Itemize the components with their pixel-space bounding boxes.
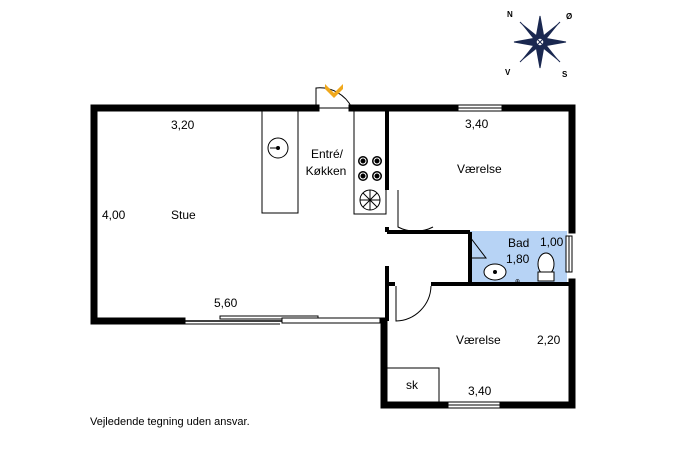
storage-label: sk (406, 378, 418, 392)
stue-width-label: 3,20 (171, 118, 195, 132)
sink-icon (483, 263, 507, 281)
stove-icon (358, 156, 382, 181)
compass-s-label: S (562, 70, 568, 79)
vaerelse-bottom-dim-label: 3,40 (468, 384, 492, 398)
vaerelse-bottom-right-dim-label: 2,20 (537, 333, 561, 347)
toilet-icon (537, 252, 555, 282)
entrance-arrow-icon (325, 84, 343, 98)
bad-name-label: Bad (508, 236, 530, 250)
vaerelse-top-name-label: Værelse (457, 162, 502, 176)
compass-n-label: N (507, 10, 513, 19)
stue-height-label: 4,00 (102, 208, 126, 222)
vaerelse-top-dim-label: 3,40 (465, 117, 489, 131)
disclaimer-text: Vejledende tegning uden ansvar. (90, 416, 250, 428)
entrance-door (315, 87, 353, 109)
fan-icon (359, 189, 381, 211)
bad-dim-a-label: 1,80 (506, 252, 530, 266)
kitchen-counter (261, 110, 387, 215)
storage-box (386, 367, 440, 403)
entre-name-line2: Køkken (305, 164, 347, 178)
compass-v-label: V (505, 68, 511, 77)
interior-doors (395, 190, 488, 322)
compass-rose-icon (513, 15, 567, 69)
stue-bottom-label: 5,60 (214, 296, 238, 310)
bad-dim-b-label: 1,00 (540, 235, 564, 249)
stove-ring-highlight (359, 157, 381, 180)
sliding-door (182, 315, 384, 325)
drain-icon: ⊕ (515, 279, 520, 285)
inner-walls (385, 108, 572, 321)
entre-name-line1: Entré/ (310, 147, 343, 161)
stue-name-label: Stue (171, 208, 196, 222)
compass-o-label: Ø (566, 12, 573, 21)
vaerelse-bottom-name-label: Værelse (456, 333, 501, 347)
